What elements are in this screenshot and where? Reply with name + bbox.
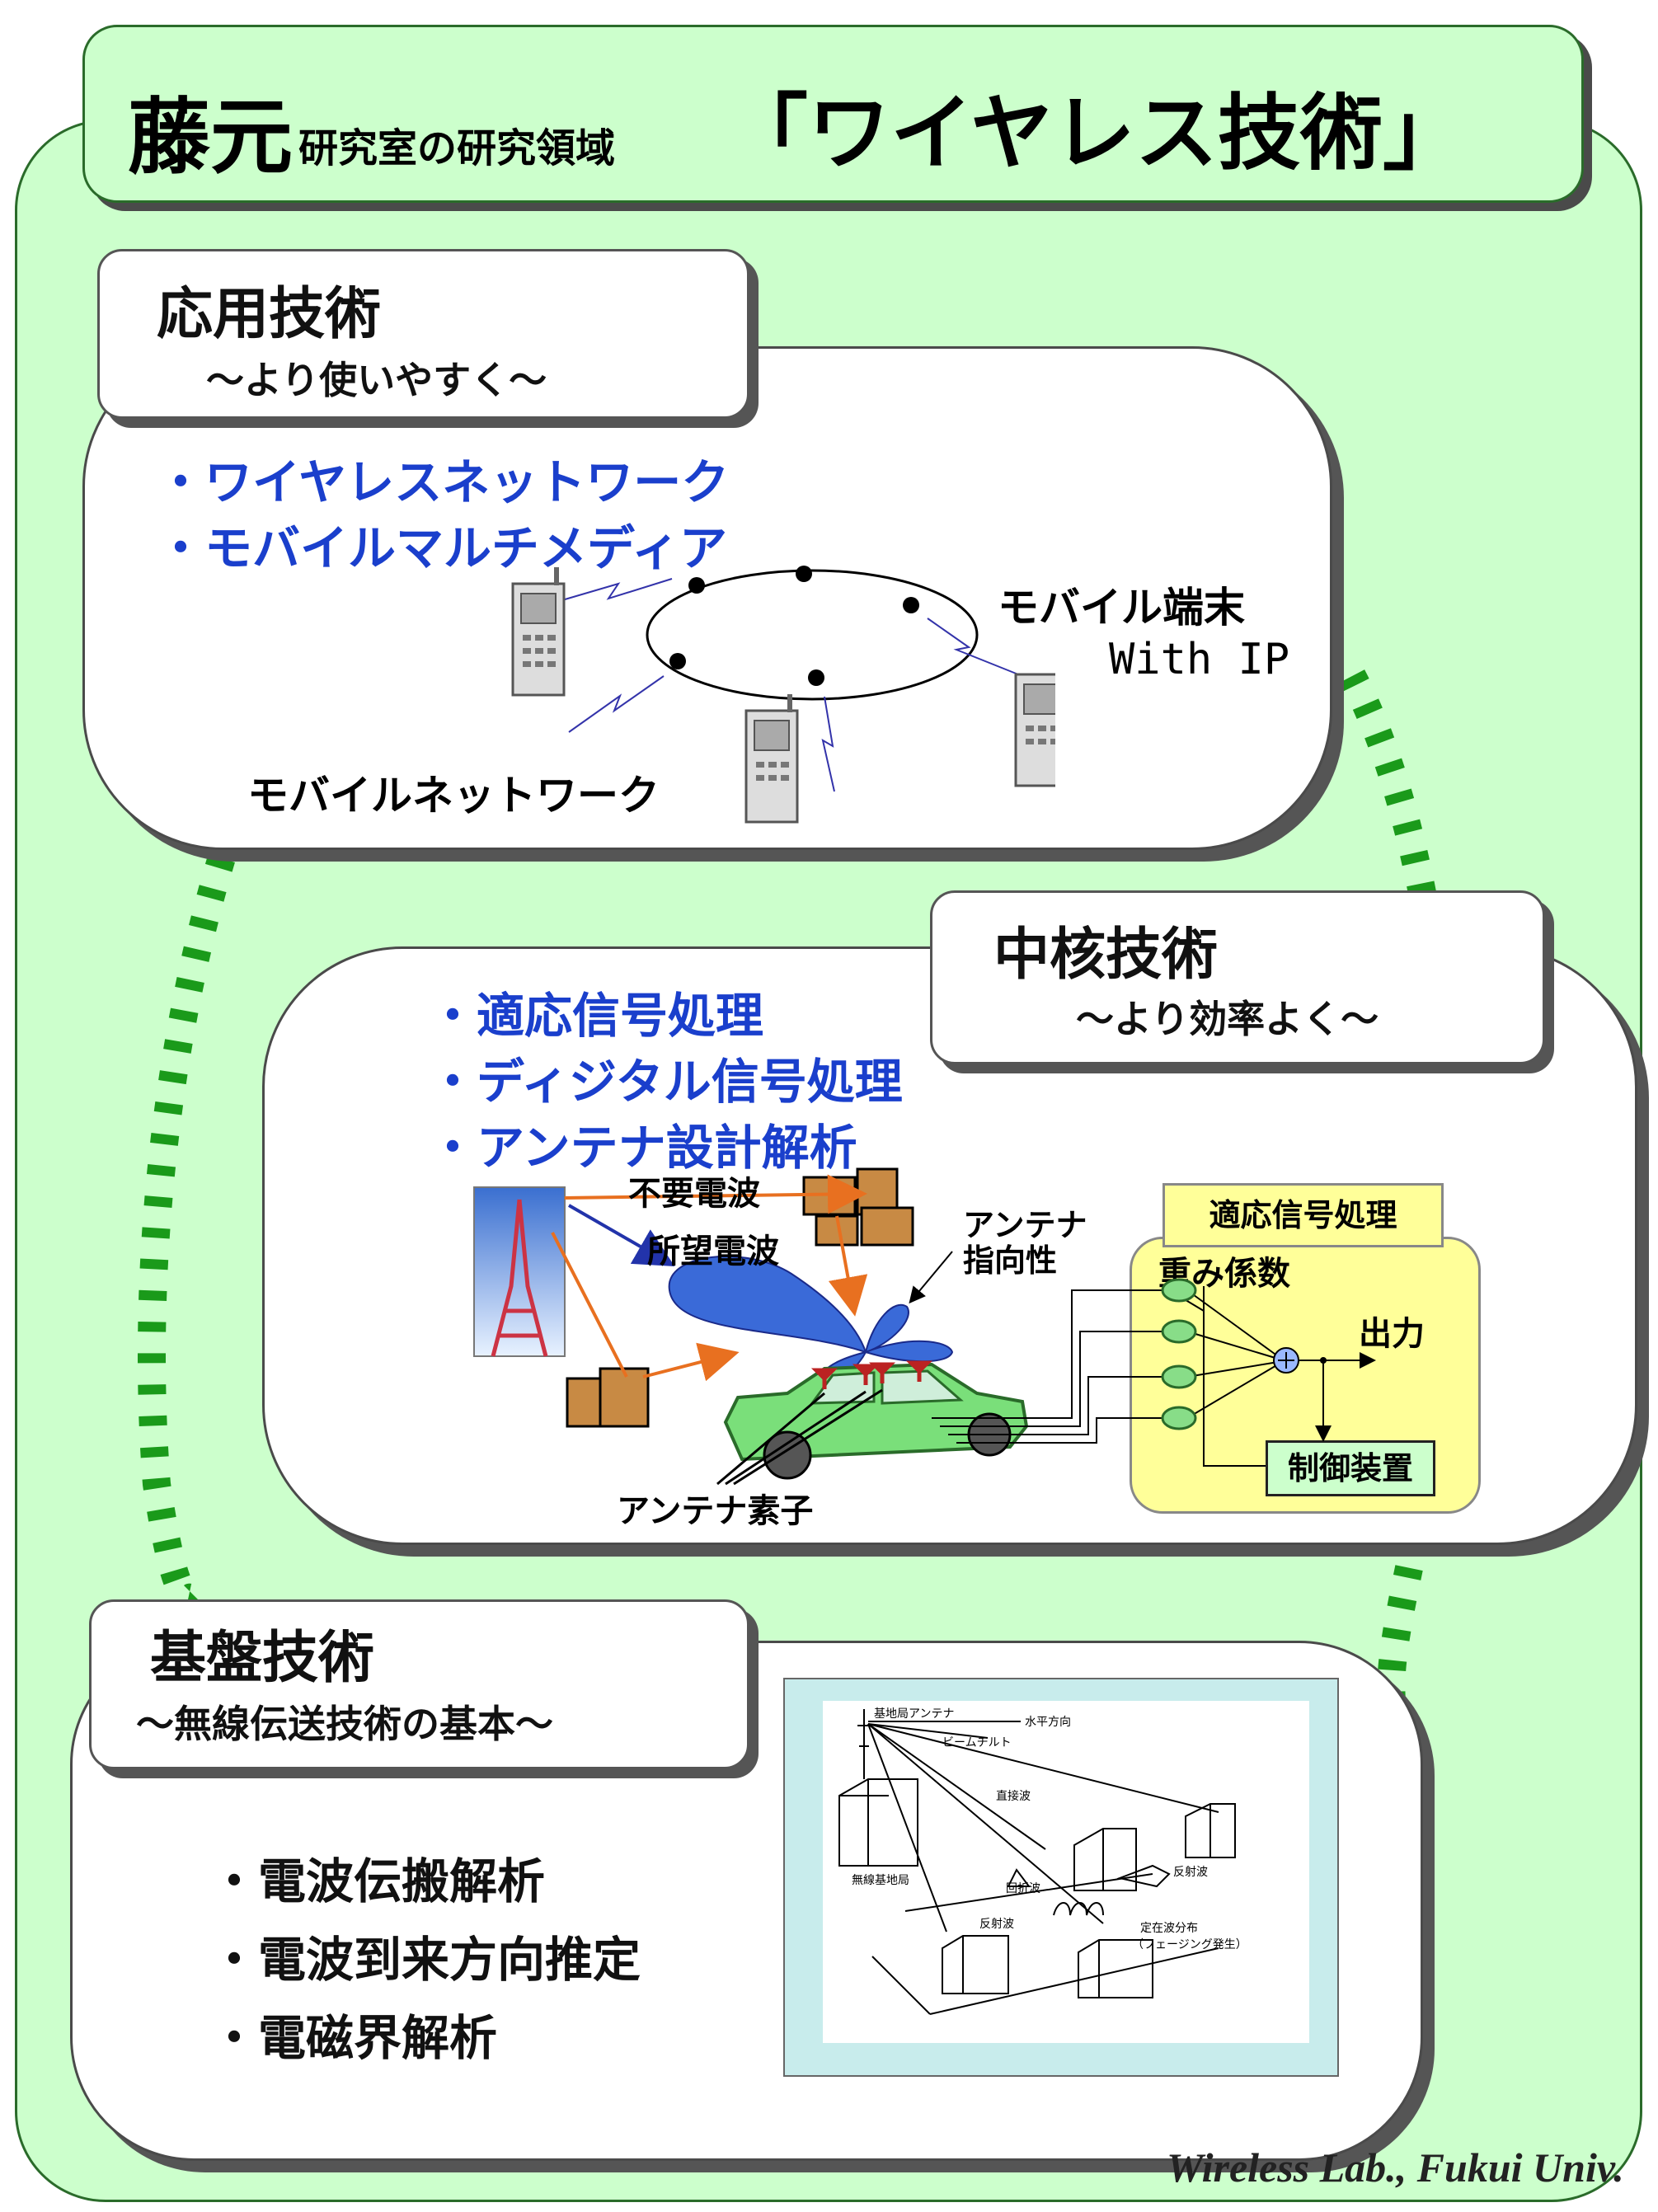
unwanted-wave-label: 不要電波 (628, 1175, 760, 1213)
signal-bolt (568, 675, 665, 733)
core-item-adaptive-signal: ・適応信号処理 (429, 988, 764, 1044)
fig-label-base-station: 無線基地局 (852, 1873, 909, 1887)
fig-label-horizontal: 水平方向 (1025, 1716, 1071, 1729)
fig-label-standing-wave: 定在波分布 (1140, 1922, 1198, 1935)
basic-subtitle: ～無線伝送技術の基本～ (136, 1702, 553, 1746)
mobile-network-diagram (511, 566, 1055, 824)
fig-label-diffracted: 回折波 (1006, 1882, 1040, 1895)
mobile-phone-icon (744, 694, 799, 824)
applied-title: 応用技術 (157, 282, 382, 347)
applied-item-wireless-network: ・ワイヤレスネットワーク (157, 454, 730, 510)
tokyo-tower-picture (473, 1186, 566, 1357)
mobile-network-label: モバイルネットワーク (247, 772, 660, 820)
antenna-directivity-label-1: アンテナ (963, 1207, 1087, 1243)
antenna-element-icon (810, 1360, 933, 1389)
basic-item-em-field: ・電磁界解析 (210, 2010, 498, 2066)
signal-bolt (556, 578, 673, 603)
weight-element (1161, 1278, 1197, 1430)
mobile-terminal-label: モバイル端末 (998, 584, 1245, 632)
summation-node (1273, 1347, 1299, 1374)
applied-label-box (97, 249, 749, 419)
desired-wave-label: 所望電波 (647, 1233, 779, 1270)
core-item-antenna-design: ・アンテナ設計解析 (429, 1120, 857, 1176)
basic-item-doa: ・電波到来方向推定 (210, 1932, 641, 1988)
output-label: 出力 (1359, 1315, 1425, 1353)
network-node (796, 566, 812, 582)
fig-label-direct-wave: 直接波 (996, 1789, 1031, 1803)
propagation-drawing: 基地局アンテナ 水平方向 ビームチルト 直接波 回折波 反射波 反射波 無線基地… (838, 1707, 1247, 2015)
network-node (688, 577, 705, 594)
signal-bolt (821, 696, 835, 792)
applied-item-mobile-multimedia: ・モバイルマルチメディア (157, 520, 727, 576)
adaptive-processing-label: 適応信号処理 (1162, 1183, 1444, 1247)
mobile-phone-icon (1014, 673, 1055, 787)
basic-title: 基盤技術 (150, 1626, 375, 1691)
applied-subtitle: ～より使いやすく～ (206, 358, 547, 402)
fig-label-reflected-1: 反射波 (1173, 1866, 1208, 1879)
footer-lab-name: Wireless Lab., Fukui Univ. (1167, 2144, 1624, 2191)
fig-label-beam-tilt: ビームチルト (942, 1736, 1012, 1749)
controller-box: 制御装置 (1266, 1440, 1435, 1496)
mobile-phone-icon (511, 567, 566, 697)
core-title: 中核技術 (993, 923, 1219, 988)
with-ip-label: With IP (1109, 635, 1290, 684)
fig-label-fading: （フェージング発生） (1132, 1938, 1247, 1951)
network-node (669, 653, 686, 669)
building-icon (566, 1367, 650, 1428)
fig-label-reflected-2: 反射波 (979, 1918, 1014, 1931)
core-label-box (930, 890, 1545, 1064)
signal-bolt (927, 618, 1027, 679)
title-name: 藤元 (128, 89, 293, 186)
core-subtitle: ～より効率よく～ (1076, 997, 1379, 1041)
basic-item-propagation: ・電波伝搬解析 (210, 1853, 546, 1909)
basic-label-box (89, 1599, 749, 1769)
antenna-element-label: アンテナ素子 (617, 1492, 814, 1530)
title-lab-label: 研究室の研究領域 (298, 125, 616, 171)
fig-label-bs-antenna: 基地局アンテナ (874, 1707, 954, 1721)
antenna-directivity-label-2: 指向性 (963, 1242, 1058, 1279)
core-item-digital-signal: ・ディジタル信号処理 (429, 1054, 903, 1110)
network-node (903, 597, 919, 613)
cycle-arc-left (138, 824, 245, 1612)
title-box (82, 25, 1584, 203)
title-theme: 「ワイヤレス技術」 (726, 85, 1465, 181)
propagation-figure (823, 1701, 1309, 2043)
network-node (808, 669, 824, 686)
